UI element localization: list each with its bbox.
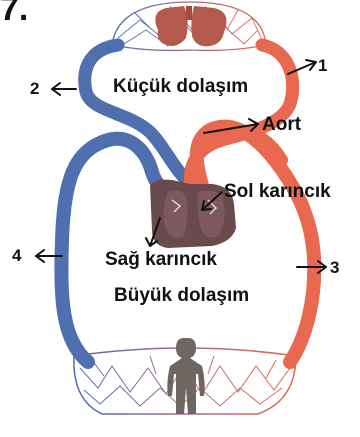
label-number-2: 2 <box>30 79 39 99</box>
label-number-1: 1 <box>318 56 327 76</box>
label-number-4: 4 <box>12 246 21 266</box>
lungs <box>112 2 266 50</box>
lung-right <box>191 6 226 46</box>
label-aorta: Aort <box>262 114 301 136</box>
label-small-circulation: Küçük dolaşım <box>113 76 248 98</box>
trachea <box>186 6 192 20</box>
label-large-circulation: Büyük dolaşım <box>114 285 249 307</box>
label-number-3: 3 <box>330 258 339 278</box>
human-silhouette <box>167 338 204 414</box>
body-capillaries <box>74 338 296 414</box>
question-number: 7. <box>0 0 28 29</box>
label-left-ventricle: Sol karıncık <box>224 181 331 203</box>
arrow-2 <box>52 83 76 95</box>
lung-left <box>155 6 187 46</box>
label-right-ventricle: Sağ karıncık <box>105 249 217 271</box>
